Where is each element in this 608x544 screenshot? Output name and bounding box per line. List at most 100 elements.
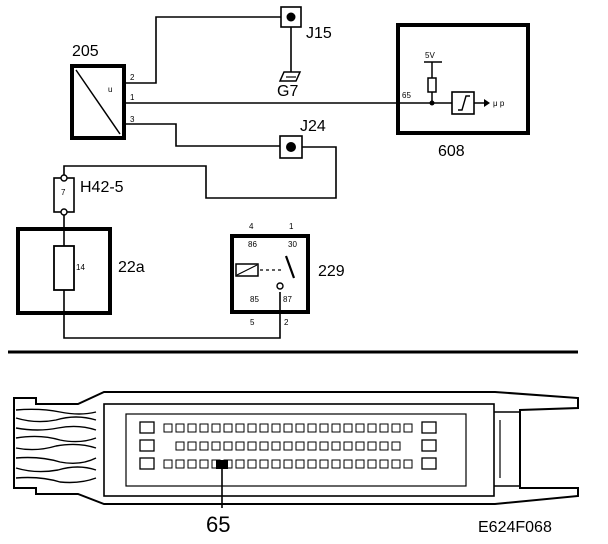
relay-229-pin-1: 1 [289, 222, 294, 231]
connector-cavity [343, 459, 353, 469]
connector-cavity [187, 441, 197, 451]
connector-cavity [163, 459, 173, 469]
connector-cavity [139, 457, 155, 470]
connector-cavity [379, 441, 389, 451]
wire-j24-h42 [63, 146, 337, 199]
connector-cavity [247, 423, 257, 433]
connector-cavity [259, 441, 269, 451]
component-205: u 205 2 1 3 [70, 43, 135, 140]
connector-cavity [139, 439, 155, 452]
connector-cavity [295, 423, 305, 433]
connector-cavity [319, 441, 329, 451]
connector-cavity [139, 421, 155, 434]
connector-cavity [367, 441, 377, 451]
wire-205-pin3-j24 [124, 123, 280, 147]
connector-cavity [259, 459, 269, 469]
component-205-label: 205 [72, 43, 99, 60]
component-608-pin-65: 65 [402, 91, 411, 100]
wire-22a-229-pin87 [63, 290, 281, 339]
relay-229-pin-87: 87 [283, 295, 292, 304]
component-205-glyph: u [108, 85, 112, 94]
relay-229-label: 229 [318, 263, 345, 280]
connector-pin-callout: 65 [206, 512, 230, 537]
connector-cavity [283, 423, 293, 433]
connector-cavity [331, 423, 341, 433]
connector-cavity [223, 423, 233, 433]
terminal-j15-label: J15 [306, 25, 332, 42]
connector-cavity [187, 459, 197, 469]
connector-cavity [271, 423, 281, 433]
connector-illustration [13, 391, 579, 508]
component-608-output: μ p [493, 99, 505, 108]
connector-cavity [199, 459, 209, 469]
ground-g7-icon: G7 [277, 71, 302, 100]
connector-cavity [295, 459, 305, 469]
ground-g7-label: G7 [277, 83, 298, 100]
connector-cavity [235, 441, 245, 451]
relay-229: 4 1 86 30 85 87 5 2 229 [230, 222, 345, 327]
connector-h42-5-label: H42-5 [80, 179, 124, 196]
connector-cavity [295, 441, 305, 451]
connector-cavity [247, 441, 257, 451]
connector-cavity [187, 423, 197, 433]
connector-cavity [355, 459, 365, 469]
connector-cavity [391, 459, 401, 469]
connector-cavity [307, 459, 317, 469]
wire-205-pin2-j15 [124, 16, 281, 84]
connector-h42-5: 7 H42-5 [53, 174, 124, 216]
relay-229-pin-85: 85 [250, 295, 259, 304]
connector-cavity [391, 423, 401, 433]
connector-cavity [211, 423, 221, 433]
connector-cavity [235, 423, 245, 433]
terminal-j24-label: J24 [300, 118, 326, 135]
component-22a-label: 22a [118, 259, 145, 276]
connector-cavity [421, 439, 437, 452]
connector-cavity [367, 459, 377, 469]
component-205-pin-3: 3 [130, 115, 135, 124]
connector-cavity [223, 441, 233, 451]
connector-cavity [247, 459, 257, 469]
connector-cavity [391, 441, 401, 451]
connector-cavity [421, 421, 437, 434]
component-22a-pin: 14 [76, 263, 85, 272]
connector-cavity [355, 441, 365, 451]
connector-cavity [379, 423, 389, 433]
connector-cavity [199, 441, 209, 451]
connector-cavity [319, 459, 329, 469]
connector-cavity [283, 459, 293, 469]
connector-cavity [175, 459, 185, 469]
connector-h42-5-pin: 7 [61, 188, 66, 197]
connector-cavity [175, 423, 185, 433]
pullup-resistor-icon [427, 77, 437, 93]
connector-cavity [211, 441, 221, 451]
connector-cavity [331, 459, 341, 469]
component-608-voltage: 5V [425, 51, 435, 60]
connector-cavity [403, 459, 413, 469]
connector-cavity [271, 441, 281, 451]
connector-cavity [331, 441, 341, 451]
connector-cavity [163, 423, 173, 433]
fuse-icon [53, 245, 75, 291]
connector-cavity [319, 423, 329, 433]
connector-cavity [343, 441, 353, 451]
relay-229-pin-30: 30 [288, 240, 297, 249]
terminal-j24: J24 [279, 118, 326, 159]
connector-pin-65 [216, 460, 228, 469]
connector-cavity [259, 423, 269, 433]
relay-229-pin-5: 5 [250, 318, 255, 327]
connector-cavity [235, 459, 245, 469]
output-arrow-icon [484, 99, 490, 107]
relay-229-pin-2: 2 [284, 318, 289, 327]
connector-cavity [421, 457, 437, 470]
connector-cavity [307, 423, 317, 433]
connector-pin-grid [139, 421, 437, 470]
component-205-pin-2: 2 [130, 73, 135, 82]
connector-cavity [199, 423, 209, 433]
connector-cavity [403, 423, 413, 433]
component-608-label: 608 [438, 143, 465, 160]
component-22a: 14 22a [16, 227, 145, 315]
connector-cavity [271, 459, 281, 469]
relay-switch-icon [284, 255, 296, 279]
